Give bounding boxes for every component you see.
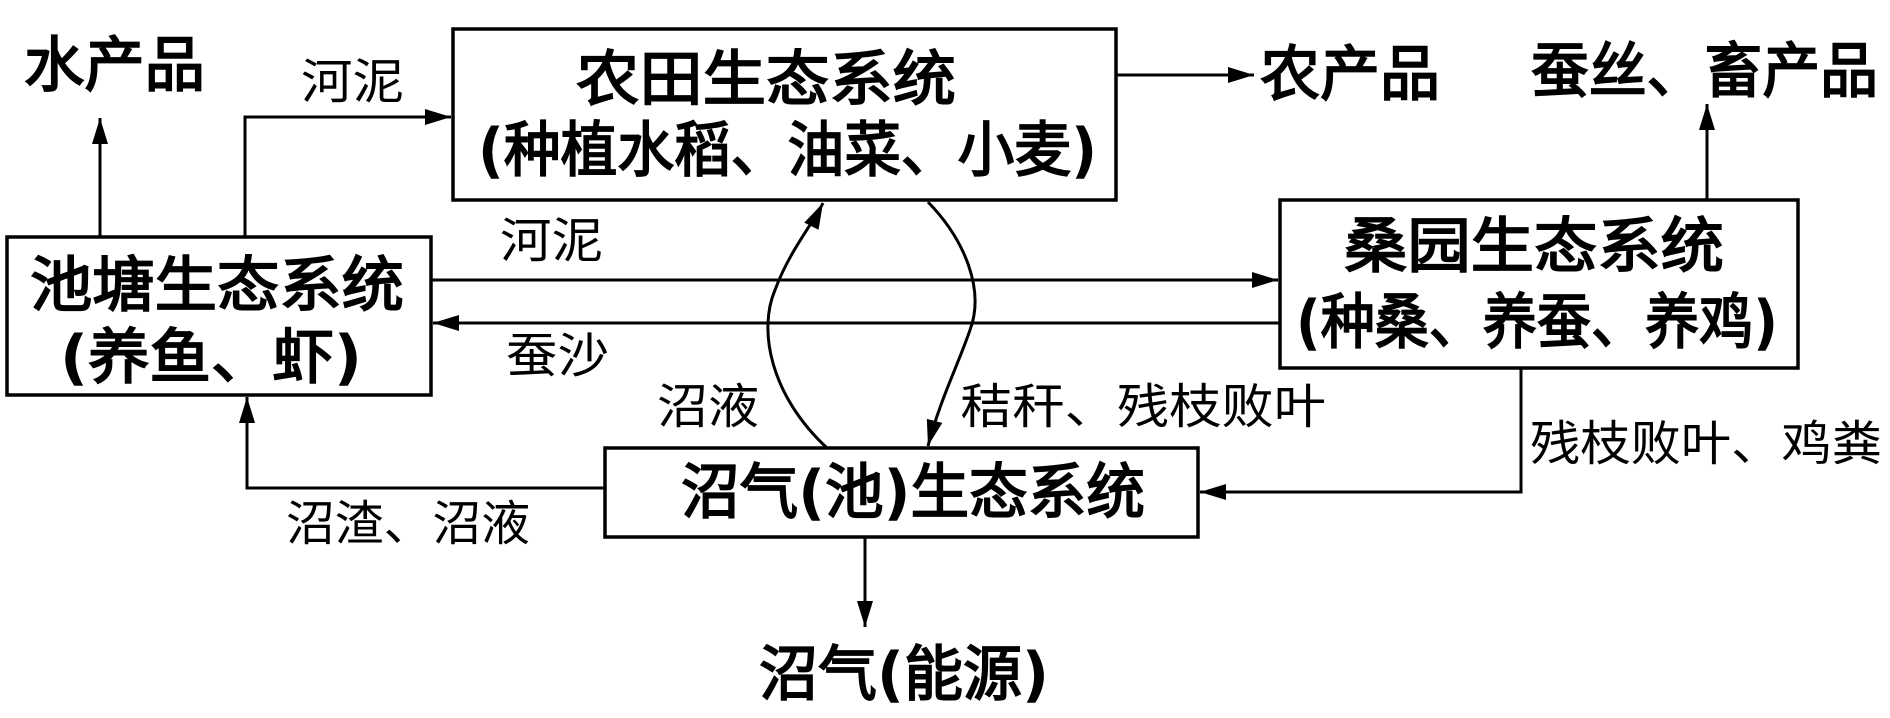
label-mulberry-to-biogas: 残枝败叶、鸡粪 (1530, 416, 1882, 472)
output-agricultural: 农产品 (1260, 40, 1440, 110)
biogas-title: 沼气(池)生态系统 (681, 458, 1145, 528)
mulberry-detail: (种桑、养蚕、养鸡) (1296, 288, 1778, 358)
output-aquatic: 水产品 (24, 31, 205, 101)
pond-detail: (养鱼、虾) (60, 323, 362, 393)
arrow-mulberry-to-biogas (1200, 368, 1523, 500)
farmland-title: 农田生态系统 (576, 45, 956, 115)
label-pond-to-farmland: 河泥 (301, 54, 404, 110)
label-mulberry-to-pond: 蚕沙 (506, 328, 609, 384)
arrow-pond-to-farmland (243, 109, 451, 237)
farmland-box: 农田生态系统 (种植水稻、油菜、小麦) (451, 27, 1118, 202)
label-biogas-to-farmland: 沼液 (657, 379, 759, 435)
pond-title: 池塘生态系统 (30, 251, 404, 321)
output-energy: 沼气(能源) (759, 640, 1049, 710)
mulberry-title: 桑园生态系统 (1344, 212, 1724, 282)
arrow-farmland-to-biogas (926, 200, 977, 447)
pond-box: 池塘生态系统 (养鱼、虾) (5, 235, 433, 397)
output-silk-livestock: 蚕丝、畜产品 (1531, 37, 1878, 107)
arrow-biogas-to-farmland (766, 202, 829, 450)
farmland-detail: (种植水稻、油菜、小麦) (478, 116, 1097, 186)
biogas-box: 沼气(池)生态系统 (603, 446, 1200, 539)
label-biogas-to-pond: 沼渣、沼液 (286, 496, 530, 552)
label-farmland-to-biogas: 秸秆、残枝败叶 (960, 379, 1326, 435)
arrow-biogas-to-pond (239, 397, 605, 490)
label-pond-to-mulberry: 河泥 (500, 213, 603, 269)
mulberry-box: 桑园生态系统 (种桑、养蚕、养鸡) (1278, 198, 1800, 370)
